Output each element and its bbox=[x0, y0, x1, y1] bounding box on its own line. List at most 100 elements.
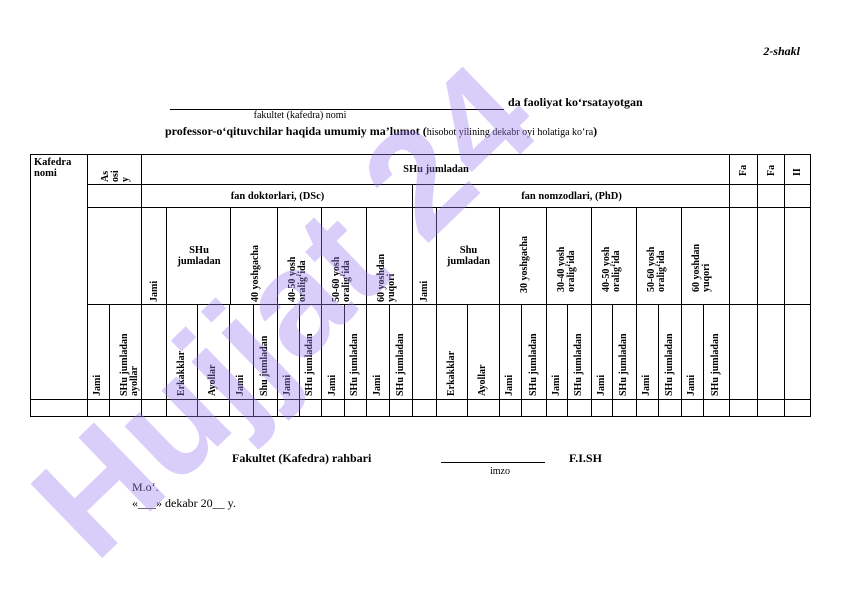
table-header-cell: SHu jumladan bbox=[703, 304, 730, 400]
table-header-cell: Ayollar bbox=[197, 304, 230, 400]
table-header-cell: Jami bbox=[229, 304, 254, 400]
table-header-cell: Jami bbox=[141, 207, 167, 305]
table-cell[interactable] bbox=[546, 399, 568, 417]
table-header-cell: Jami bbox=[499, 304, 522, 400]
header-label: Erkakklar bbox=[175, 350, 187, 396]
table-cell[interactable] bbox=[784, 184, 811, 208]
table-cell[interactable] bbox=[757, 184, 785, 208]
header-label: Kafedra nomi bbox=[34, 157, 72, 179]
header-label: 50-60 yosh oralig‘ida bbox=[331, 256, 352, 302]
header-label: Jami bbox=[595, 374, 607, 396]
table-header-cell: Fa bbox=[729, 154, 758, 185]
table-cell[interactable] bbox=[729, 207, 758, 305]
table-cell[interactable] bbox=[412, 399, 437, 417]
table-cell[interactable] bbox=[612, 399, 637, 417]
table-cell[interactable] bbox=[299, 399, 322, 417]
table-header-cell: As osi y bbox=[87, 154, 142, 185]
header-label: SHu jumladan bbox=[618, 333, 629, 396]
table-header-cell: 50-60 yosh oralig‘ida bbox=[321, 207, 367, 305]
table-cell[interactable] bbox=[636, 399, 659, 417]
staff-summary-table: Kafedra nomi As osi y SHu jumladan Fa Fa II fa… bbox=[30, 154, 811, 417]
table-cell[interactable] bbox=[389, 399, 413, 417]
header-label: 40 yoshgacha bbox=[250, 245, 261, 302]
table-cell[interactable] bbox=[253, 399, 278, 417]
table-header-cell: SHu jumladan bbox=[166, 207, 231, 305]
header-label: Shu jumladan bbox=[446, 244, 491, 267]
header-label: 30-40 yosh oralig‘ida bbox=[556, 246, 577, 292]
table-header-cell: fan nomzodlari, (PhD) bbox=[412, 184, 730, 208]
table-cell[interactable] bbox=[141, 399, 167, 417]
table-cell[interactable] bbox=[567, 399, 592, 417]
table-header-cell: Shu jumladan bbox=[436, 207, 500, 305]
table-cell[interactable] bbox=[757, 207, 785, 305]
header-label: Fa bbox=[738, 164, 749, 176]
table-cell[interactable] bbox=[729, 304, 758, 400]
table-cell[interactable] bbox=[467, 399, 500, 417]
table-cell[interactable] bbox=[784, 207, 811, 305]
subtitle-end: ) bbox=[593, 124, 598, 138]
table-header-cell: Jami bbox=[546, 304, 568, 400]
table-cell[interactable] bbox=[703, 399, 730, 417]
table-cell[interactable] bbox=[757, 399, 785, 417]
table-cell[interactable] bbox=[729, 184, 758, 208]
table-cell[interactable] bbox=[366, 399, 390, 417]
table-header-cell: II bbox=[784, 154, 811, 185]
table-cell[interactable] bbox=[436, 399, 468, 417]
table-cell[interactable] bbox=[729, 399, 758, 417]
table-header-cell: Jami bbox=[87, 304, 110, 400]
subtitle-note: hisobot yilining dekabr oyi holatiga ko‘… bbox=[426, 127, 594, 138]
header-label: fan doktorlari, (DSc) bbox=[230, 190, 325, 202]
table-cell[interactable] bbox=[591, 399, 613, 417]
table-header-cell: Erkakklar bbox=[166, 304, 198, 400]
table-cell[interactable] bbox=[166, 399, 198, 417]
table-cell[interactable] bbox=[87, 207, 142, 305]
table-header-cell: SHu jumladan bbox=[141, 154, 730, 185]
table-header-cell: Jami bbox=[591, 304, 613, 400]
signature-line[interactable] bbox=[441, 462, 545, 463]
table-header-cell: 40-50 yosh oralig‘ida bbox=[591, 207, 637, 305]
signature-caption: imzo bbox=[490, 466, 510, 477]
table-cell[interactable] bbox=[277, 399, 300, 417]
subtitle-main: professor-o‘qituvchilar haqida umumiy ma… bbox=[165, 124, 427, 138]
table-cell[interactable] bbox=[109, 399, 142, 417]
table-cell[interactable] bbox=[757, 304, 785, 400]
faculty-name-blank[interactable] bbox=[170, 98, 504, 110]
header-label: Jami bbox=[282, 374, 293, 396]
table-cell[interactable] bbox=[87, 399, 110, 417]
date-line: «___» dekabr 20__ y. bbox=[132, 496, 236, 510]
table-header-cell: 50-60 yosh oralig‘ida bbox=[636, 207, 682, 305]
faculty-caption: fakultet (kafedra) nomi bbox=[253, 110, 347, 121]
header-label: SHu jumladan bbox=[349, 333, 360, 396]
table-header-cell: SHu jumladan bbox=[567, 304, 592, 400]
table-cell[interactable] bbox=[141, 304, 167, 400]
table-cell[interactable] bbox=[412, 304, 437, 400]
table-header-cell: SHu jumladan bbox=[612, 304, 637, 400]
table-header-cell: SHu jumladan ayollar bbox=[109, 304, 142, 400]
fio-label: F.I.SH bbox=[569, 451, 602, 465]
table-header-cell: Jami bbox=[412, 207, 437, 305]
header-label: SHu jumladan bbox=[177, 244, 221, 267]
table-cell[interactable] bbox=[784, 304, 811, 400]
header-label: Ayollar bbox=[477, 364, 488, 396]
header-label: Jami bbox=[641, 374, 652, 396]
header-label: SHu jumladan bbox=[403, 164, 469, 175]
header-label: Fa bbox=[765, 164, 777, 176]
table-header-cell: Jami bbox=[636, 304, 659, 400]
table-cell[interactable] bbox=[229, 399, 254, 417]
title-line: da faoliyat ko‘rsatayotgan bbox=[170, 95, 690, 110]
table-cell[interactable] bbox=[784, 399, 811, 417]
table-cell[interactable] bbox=[658, 399, 682, 417]
subtitle: professor-o‘qituvchilar haqida umumiy ma… bbox=[165, 124, 725, 139]
header-label: Jami bbox=[686, 374, 697, 396]
table-cell[interactable] bbox=[521, 399, 547, 417]
table-header-cell: Shu jumladan bbox=[253, 304, 278, 400]
table-cell[interactable] bbox=[681, 399, 704, 417]
table-cell[interactable] bbox=[87, 184, 142, 208]
table-cell[interactable] bbox=[344, 399, 367, 417]
table-cell[interactable] bbox=[499, 399, 522, 417]
table-cell[interactable] bbox=[321, 399, 345, 417]
table-header-cell: SHu jumladan bbox=[389, 304, 413, 400]
table-cell[interactable] bbox=[30, 399, 88, 417]
table-cell[interactable] bbox=[197, 399, 230, 417]
header-label: As osi y bbox=[100, 170, 131, 182]
